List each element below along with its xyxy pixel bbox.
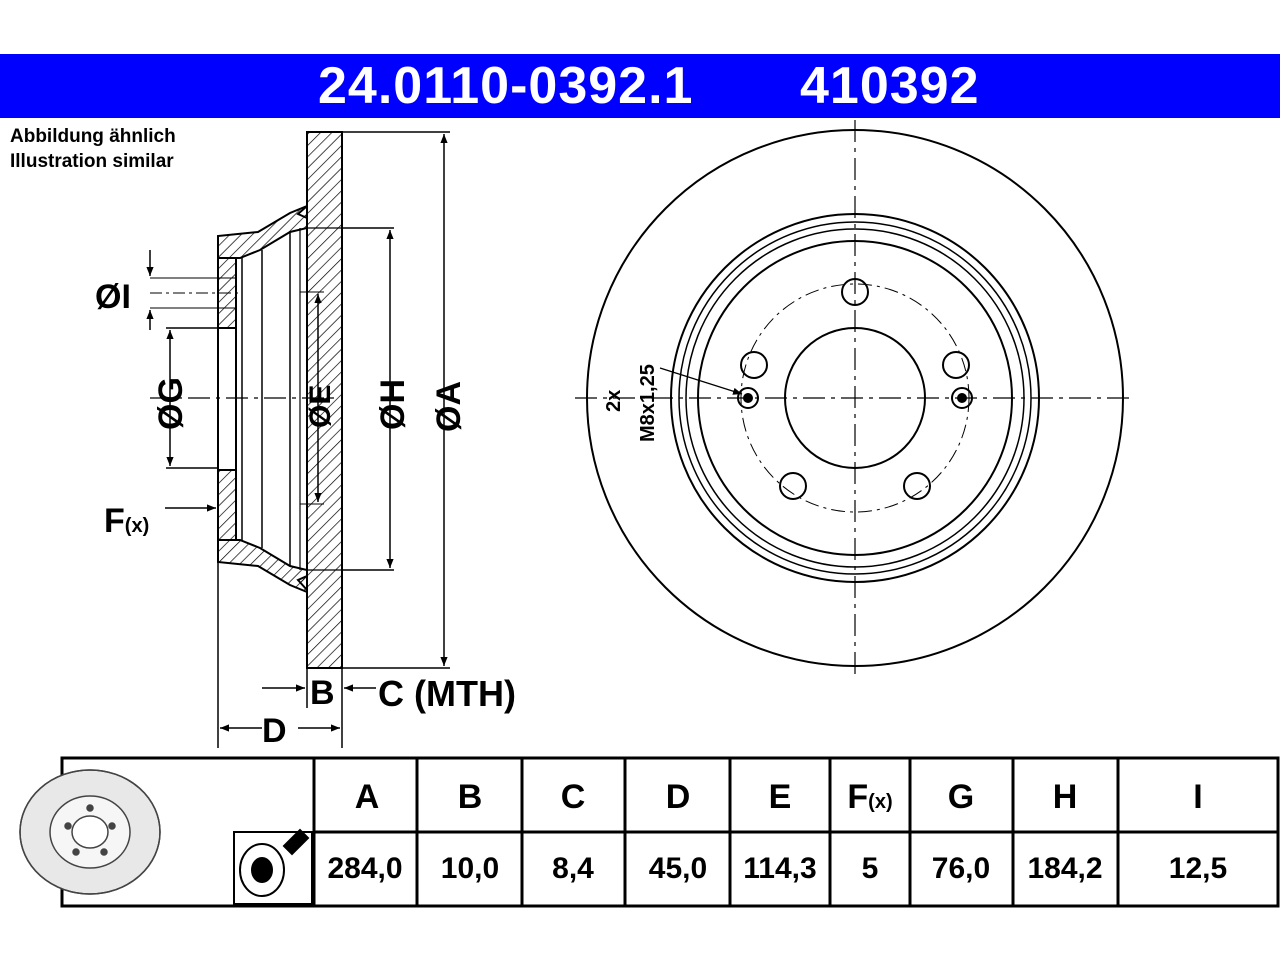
spec-table: A B C D E F(x) G H I 284,0 10,0 8,4 45,0… (19, 756, 1280, 908)
label-B: B (310, 674, 335, 712)
bolt-hole (841, 278, 869, 306)
label-dia-A: ØA (430, 381, 468, 432)
value-A: 284,0 (327, 852, 402, 885)
value-H: 184,2 (1027, 852, 1102, 885)
mounting-flange-lower (217, 469, 237, 541)
bolt-hole (779, 472, 807, 500)
col-header-G: G (948, 778, 974, 816)
value-B: 10,0 (441, 852, 499, 885)
front-view (575, 120, 1135, 680)
label-dia-G: ØG (152, 377, 190, 430)
col-header-B: B (458, 778, 483, 816)
thread-spec: M8x1,25 (637, 364, 659, 442)
header-bar: 24.0110-0392.1 410392 (0, 54, 1280, 118)
label-C-mth: C (MTH) (378, 673, 516, 714)
reference-number: 410392 (800, 57, 980, 115)
col-header-F: F(x) (847, 778, 892, 816)
label-dia-H: ØH (374, 379, 412, 430)
label-F: F(x) (104, 502, 149, 540)
bolt-hole (942, 351, 970, 379)
value-G: 76,0 (932, 852, 990, 885)
note-line-english: Illustration similar (10, 151, 174, 172)
note-line-german: Abbildung ähnlich (10, 126, 176, 147)
value-I: 12,5 (1169, 852, 1227, 885)
section-view (150, 131, 343, 669)
value-D: 45,0 (649, 852, 707, 885)
disc-outer-edge (586, 129, 1124, 667)
label-dia-E: ØE (304, 385, 337, 428)
center-bore (784, 327, 926, 469)
bolt-circle (740, 283, 970, 513)
spray-clean-icon (233, 828, 313, 905)
threaded-hole (737, 387, 759, 409)
value-E: 114,3 (743, 852, 816, 885)
col-header-E: E (769, 778, 792, 816)
col-header-D: D (666, 778, 691, 816)
hat-inner-ring (697, 240, 1013, 556)
value-F: 5 (862, 852, 879, 885)
value-C: 8,4 (552, 852, 594, 885)
disc-thumbnail-icon (19, 769, 161, 895)
col-header-C: C (561, 778, 586, 816)
col-header-A: A (355, 778, 380, 816)
hat-outer-ring (670, 213, 1040, 583)
illustration-note: Abbildung ähnlich Illustration similar (10, 124, 176, 174)
col-header-H: H (1053, 778, 1078, 816)
label-D: D (262, 712, 287, 750)
section-dimensions (146, 131, 450, 748)
part-number: 24.0110-0392.1 (318, 57, 694, 115)
bolt-hole (740, 351, 768, 379)
bolt-hole (903, 472, 931, 500)
technical-drawing: ØI ØG F(x) ØE ØH ØA B C (MTH) D 2x M8x1,… (95, 120, 1135, 750)
label-dia-I: ØI (95, 278, 131, 316)
col-header-I: I (1193, 778, 1202, 816)
thread-count: 2x (603, 390, 625, 412)
threaded-hole (951, 387, 973, 409)
